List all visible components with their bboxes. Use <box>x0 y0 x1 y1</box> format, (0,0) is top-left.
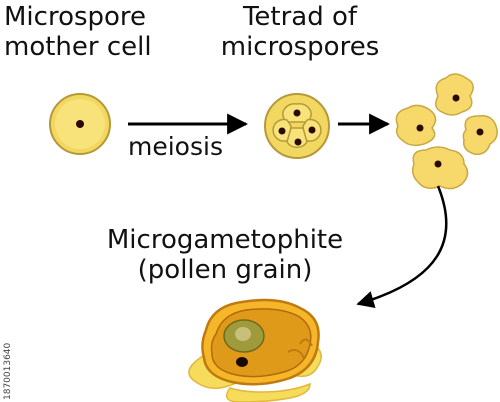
free-microspore-bottom <box>411 146 469 190</box>
mother-cell-label-line-1: Microspore <box>4 2 147 32</box>
microgametophyte-label-line-1: Microgametophite <box>106 225 344 255</box>
free-microspore-right <box>462 114 498 156</box>
tetrad-label: Tetrad of microspores <box>205 2 395 62</box>
microgametophyte-label: Microgametophite (pollen grain) <box>100 225 350 285</box>
free-microspore-left <box>395 104 437 147</box>
pollen-grain <box>188 298 322 402</box>
microspore-mother-cell <box>49 93 111 155</box>
free-microspores <box>395 73 498 190</box>
tetrad-label-line-2: microspores <box>220 32 380 62</box>
generative-nucleus <box>236 357 248 367</box>
mother-cell-label-line-2: mother cell <box>4 32 152 62</box>
meiosis-label: meiosis <box>128 132 223 161</box>
tetrad-of-microspores <box>264 93 330 159</box>
tetrad-label-line-1: Tetrad of <box>242 2 358 32</box>
microgametophyte-label-line-2: (pollen grain) <box>137 255 313 285</box>
mother-cell-label: Microspore mother cell <box>4 2 152 62</box>
free-microspore-top <box>435 73 474 116</box>
vegetative-nucleus <box>235 327 251 341</box>
development-arrow <box>356 185 448 308</box>
mother-cell-nucleus <box>76 120 84 128</box>
